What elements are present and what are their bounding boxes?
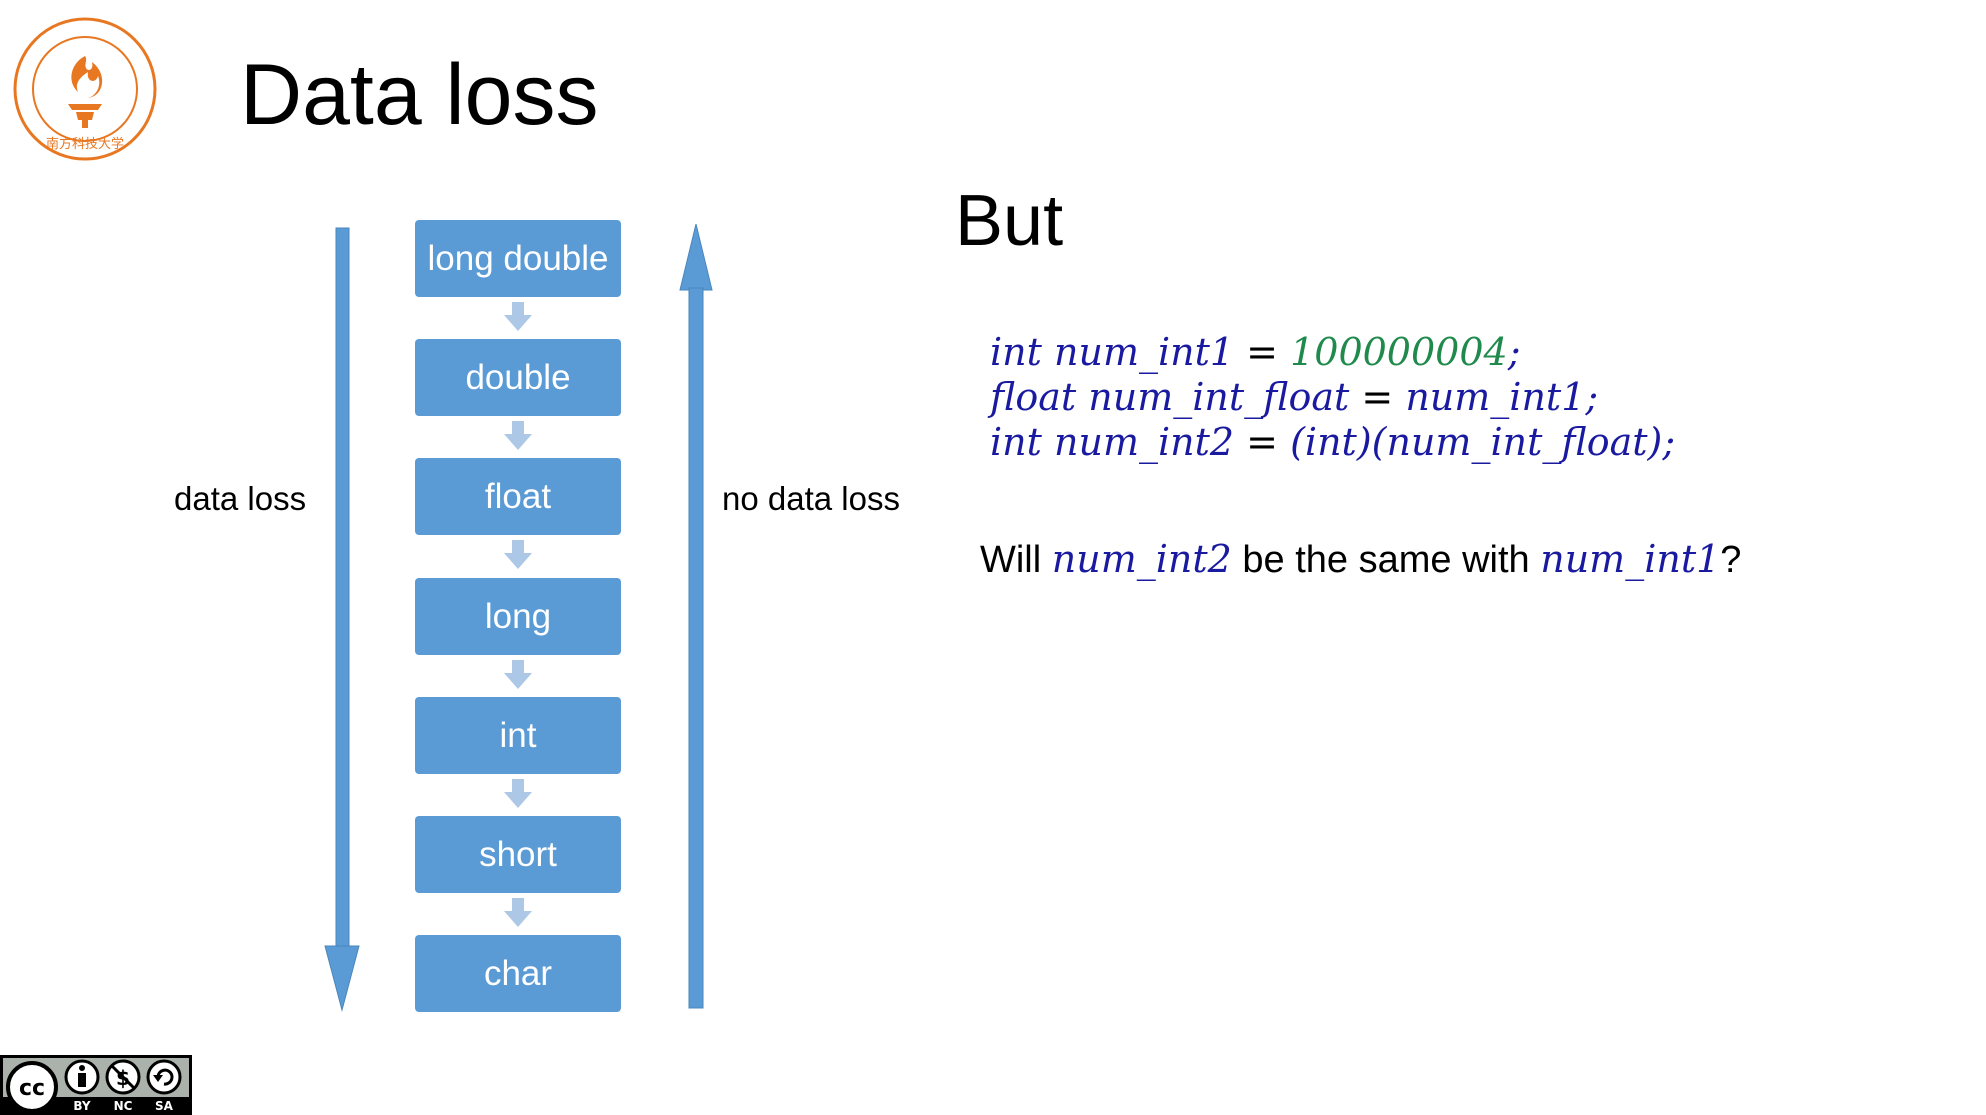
code-keyword: float [990,375,1077,419]
question-prefix: Will [980,539,1042,581]
down-arrow-icon [504,421,532,450]
down-arrow-icon [504,660,532,689]
type-box-double: double [415,339,621,416]
code-identifier: num_int2 [1054,420,1235,464]
type-box-int: int [415,697,621,774]
type-box-long-double: long double [415,220,621,297]
but-heading: But [955,181,1064,261]
data-loss-arrow [324,227,360,1012]
code-block: int num_int1 = 100000004; float num_int_… [990,330,1675,465]
code-number: 100000004 [1290,330,1508,374]
type-box-char: char [415,935,621,1012]
code-identifier: (num_int_float) [1371,420,1663,464]
question-text: Will num_int2 be the same with num_int1? [980,536,1741,583]
no-data-loss-arrow [679,223,713,1009]
svg-text:南方科技大学: 南方科技大学 [46,136,124,152]
no-data-loss-label: no data loss [722,480,900,517]
slide-title: Data loss [240,47,599,143]
university-logo: 南方科技大学 [13,17,157,161]
code-semicolon: ; [1507,330,1521,374]
code-keyword: int [990,330,1042,374]
question-suffix: ? [1720,539,1742,581]
code-identifier: num_int_float [1088,375,1350,419]
down-arrow-icon [504,779,532,808]
cc-sa-label: SA [155,1099,174,1113]
cc-nc-label: NC [114,1099,133,1113]
code-semicolon: ; [1585,375,1599,419]
down-arrow-icon [504,540,532,569]
type-box-short: short [415,816,621,893]
type-box-long: long [415,578,621,655]
code-semicolon: ; [1662,420,1676,464]
question-middle: be the same with [1242,539,1530,581]
code-line-1: int num_int1 = 100000004; [990,330,1675,375]
code-line-3: int num_int2 = (int)(num_int_float); [990,420,1675,465]
cc-icon: cc [19,1076,45,1101]
code-keyword: int [1304,420,1357,464]
code-identifier: num_int1 [1405,375,1586,419]
down-arrow-icon [504,302,532,331]
question-var-2: num_int1 [1540,537,1721,581]
type-box-float: float [415,458,621,535]
cc-license-badge: cc $ BY NC SA [0,1055,192,1115]
code-keyword: int [990,420,1042,464]
code-operator: = [1246,420,1278,464]
code-identifier: num_int1 [1054,330,1235,374]
question-var-1: num_int2 [1051,537,1232,581]
code-operator: = [1361,375,1394,419]
cc-by-label: BY [73,1099,90,1113]
code-operator: = [1246,330,1278,374]
code-paren: ( [1290,420,1305,464]
code-paren: ) [1356,420,1372,464]
data-loss-label: data loss [174,480,307,517]
down-arrow-icon [504,898,532,927]
code-line-2: float num_int_float = num_int1; [990,375,1675,420]
